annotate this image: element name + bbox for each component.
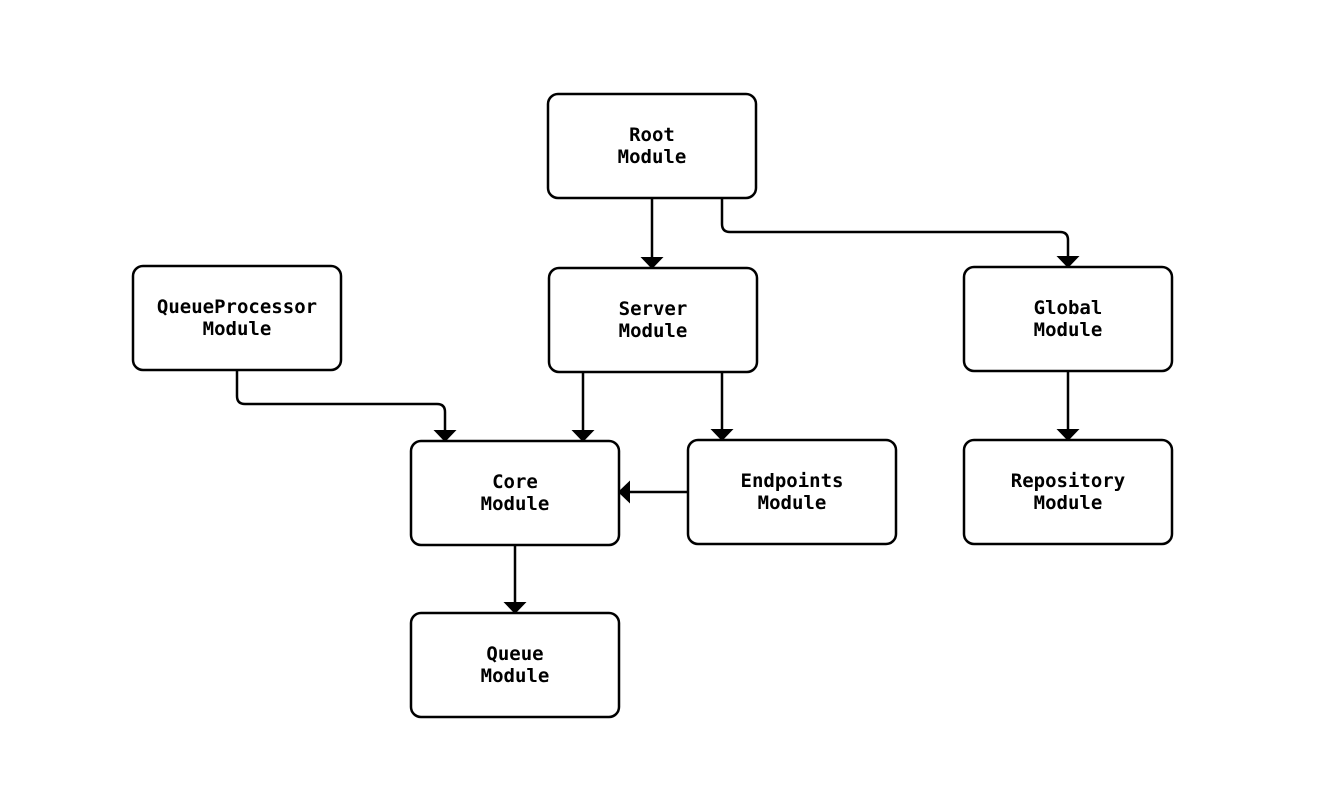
node-box-core (409, 439, 621, 547)
edge-root-to-global (720, 198, 1080, 268)
node-box-server (547, 266, 759, 374)
node-box-repository (962, 438, 1174, 546)
node-box-queue (409, 611, 621, 719)
node-box-global (962, 265, 1174, 373)
edges-layer (235, 198, 1080, 614)
node-box-root (546, 92, 758, 200)
node-box-queueprocessor (131, 264, 343, 372)
node-box-endpoints (686, 438, 898, 546)
edge-queueprocessor-to-core (235, 370, 457, 442)
